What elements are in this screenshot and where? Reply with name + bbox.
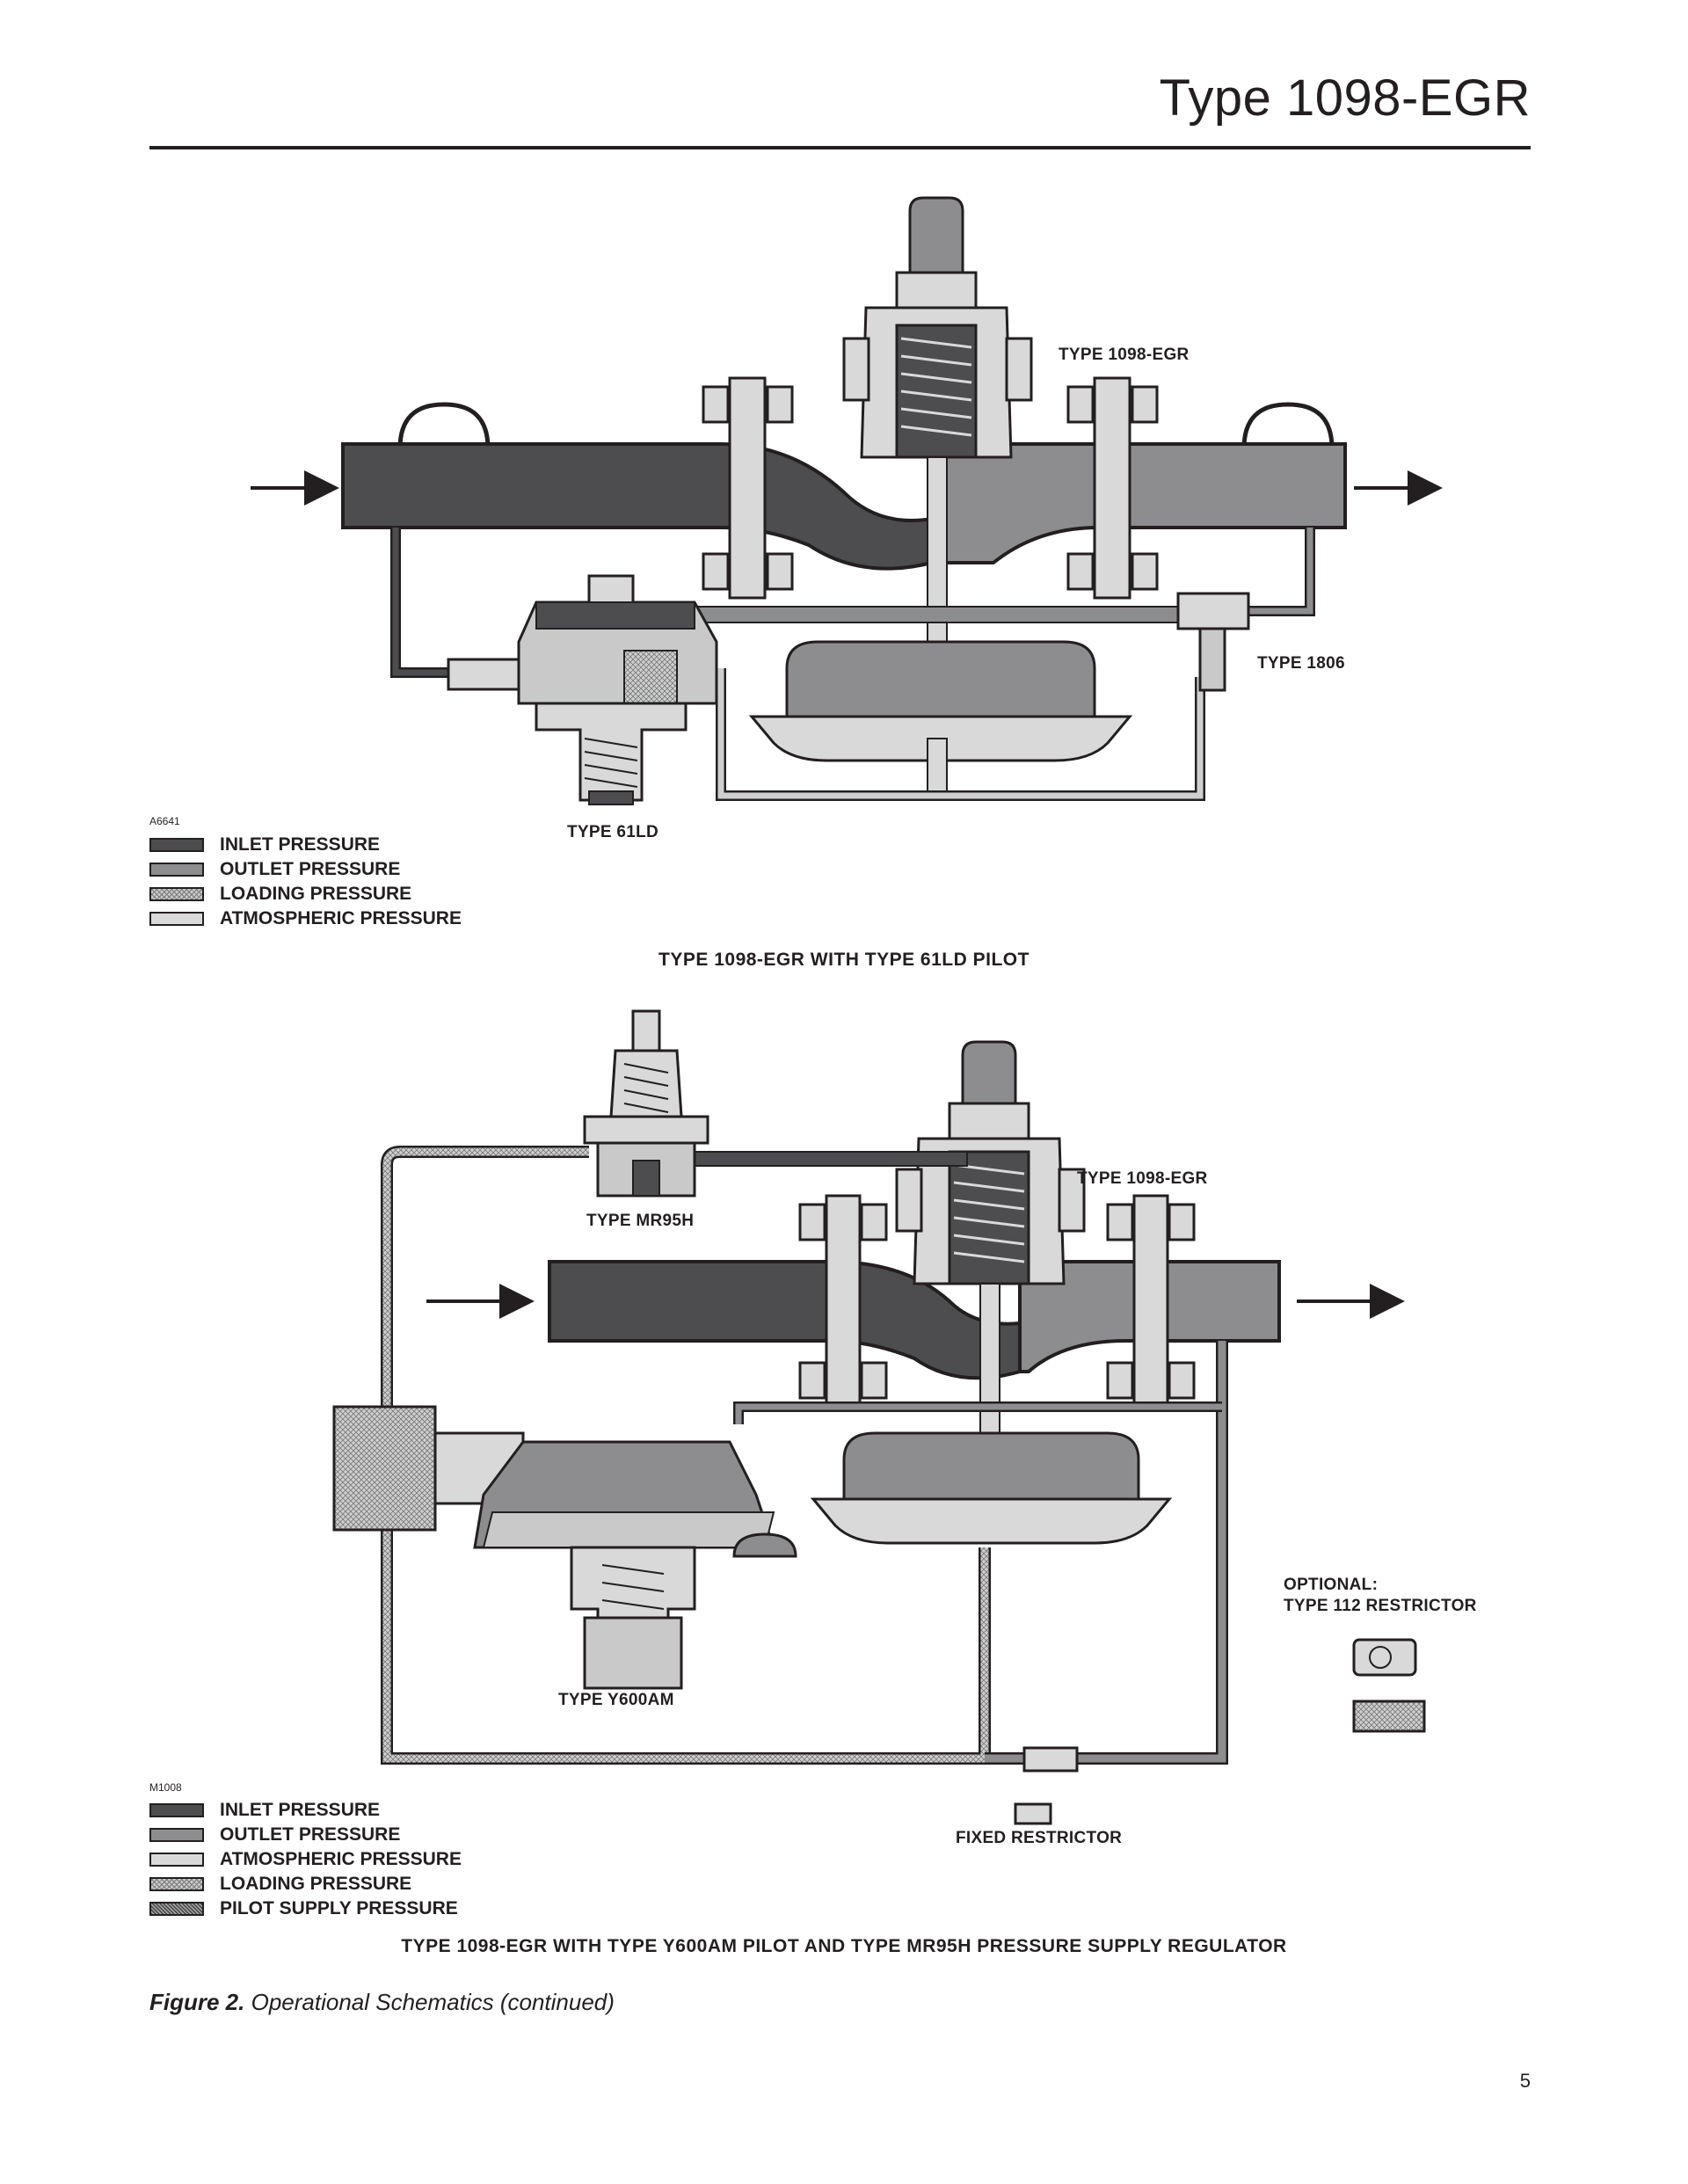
type-61ld-spring-case (535, 702, 688, 802)
legend-label: INLET PRESSURE (220, 834, 381, 855)
figure-text: Operational Schematics (continued) (251, 1989, 615, 2015)
actuator-upper (785, 640, 1096, 723)
pilot-inlet-fitting (447, 658, 520, 691)
swatch-loading (149, 1877, 204, 1891)
legend-label: ATMOSPHERIC PRESSURE (220, 908, 462, 928)
diagram-1-schematic (251, 196, 1443, 805)
label-type-112-restrictor: TYPE 112 RESTRICTOR (1284, 1597, 1477, 1615)
diagram-1-caption: TYPE 1098-EGR WITH TYPE 61LD PILOT (658, 950, 1030, 970)
diagram-2-schematic (332, 1009, 1426, 1825)
flange-left (728, 376, 767, 600)
label-type-61ld: TYPE 61LD (567, 823, 659, 841)
body-inlet-side-2 (548, 1260, 1022, 1380)
diagram-2-caption: TYPE 1098-EGR WITH TYPE Y600AM PILOT AND… (401, 1936, 1287, 1956)
type-mr95h-spring-case (609, 1049, 683, 1118)
label-type-1098-egr-1: TYPE 1098-EGR (1059, 346, 1190, 364)
drawing-code-1: A6641 (149, 815, 180, 827)
label-fixed-restrictor: FIXED RESTRICTOR (956, 1829, 1123, 1847)
swatch-inlet (149, 838, 204, 852)
swatch-inlet (149, 1803, 204, 1817)
figure-caption: Figure 2. Operational Schematics (contin… (149, 1989, 615, 2016)
swatch-outlet (149, 1828, 204, 1842)
drawing-code-2: M1008 (149, 1781, 182, 1794)
flange-right (1093, 376, 1131, 600)
swatch-atmospheric (149, 1853, 204, 1867)
legend-label: OUTLET PRESSURE (220, 1824, 401, 1845)
type-1806-body (1176, 592, 1250, 630)
label-type-1098-egr-2: TYPE 1098-EGR (1077, 1169, 1208, 1188)
type-112-restrictor-icon (1352, 1638, 1417, 1677)
type-y600am-valve-body (332, 1405, 437, 1532)
sense-line (685, 606, 1205, 623)
swatch-loading (149, 887, 204, 901)
legend-label: PILOT SUPPLY PRESSURE (220, 1898, 458, 1918)
swatch-atmospheric (149, 912, 204, 926)
label-type-mr95h: TYPE MR95H (586, 1212, 695, 1230)
adjusting-cap (908, 196, 964, 274)
lifting-lug-left (397, 402, 491, 449)
swatch-outlet (149, 863, 204, 877)
page-header-title: Type 1098-EGR (1159, 69, 1531, 127)
legend-label: LOADING PRESSURE (220, 1874, 412, 1894)
type-112-restrictor-fitting-icon (1352, 1700, 1426, 1733)
lifting-lug-right (1241, 402, 1335, 449)
figure-label: Figure 2. (149, 1989, 245, 2015)
body-outlet-side (930, 442, 1347, 564)
legend-label: LOADING PRESSURE (220, 884, 412, 904)
legend-label: INLET PRESSURE (220, 1800, 381, 1820)
swatch-pilot-supply (149, 1902, 204, 1916)
body-inlet-side (341, 442, 934, 571)
header-divider (149, 146, 1531, 149)
label-type-y600am: TYPE Y600AM (558, 1691, 674, 1709)
page-number: 5 (1519, 2070, 1531, 2092)
legend-label: ATMOSPHERIC PRESSURE (220, 1849, 462, 1869)
label-type-1806: TYPE 1806 (1257, 654, 1345, 673)
legend-label: OUTLET PRESSURE (220, 859, 401, 879)
label-optional: OPTIONAL: (1284, 1576, 1379, 1594)
fixed-restrictor-fitting (1014, 1802, 1052, 1825)
